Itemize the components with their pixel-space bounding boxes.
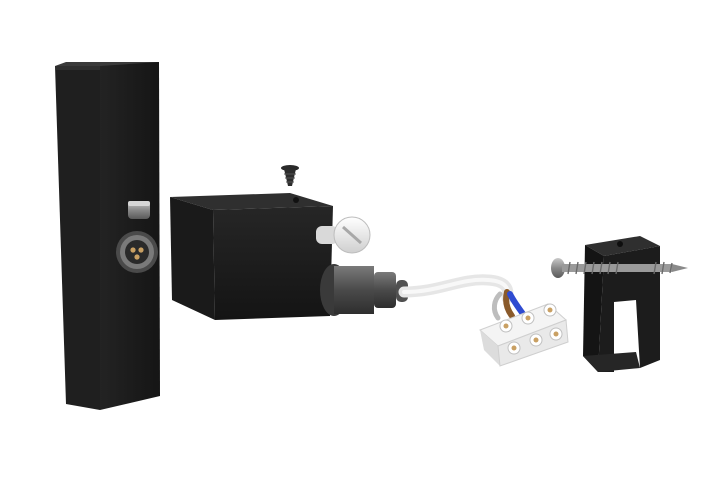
top-screw xyxy=(281,165,299,186)
hex-screw xyxy=(128,201,150,219)
cable-gland xyxy=(320,264,408,316)
mounting-bracket xyxy=(583,236,660,372)
terminal-block xyxy=(479,303,569,367)
junction-box xyxy=(170,193,333,320)
wood-screw xyxy=(551,258,688,278)
cap-screw xyxy=(316,216,371,254)
connector-socket xyxy=(116,231,158,273)
